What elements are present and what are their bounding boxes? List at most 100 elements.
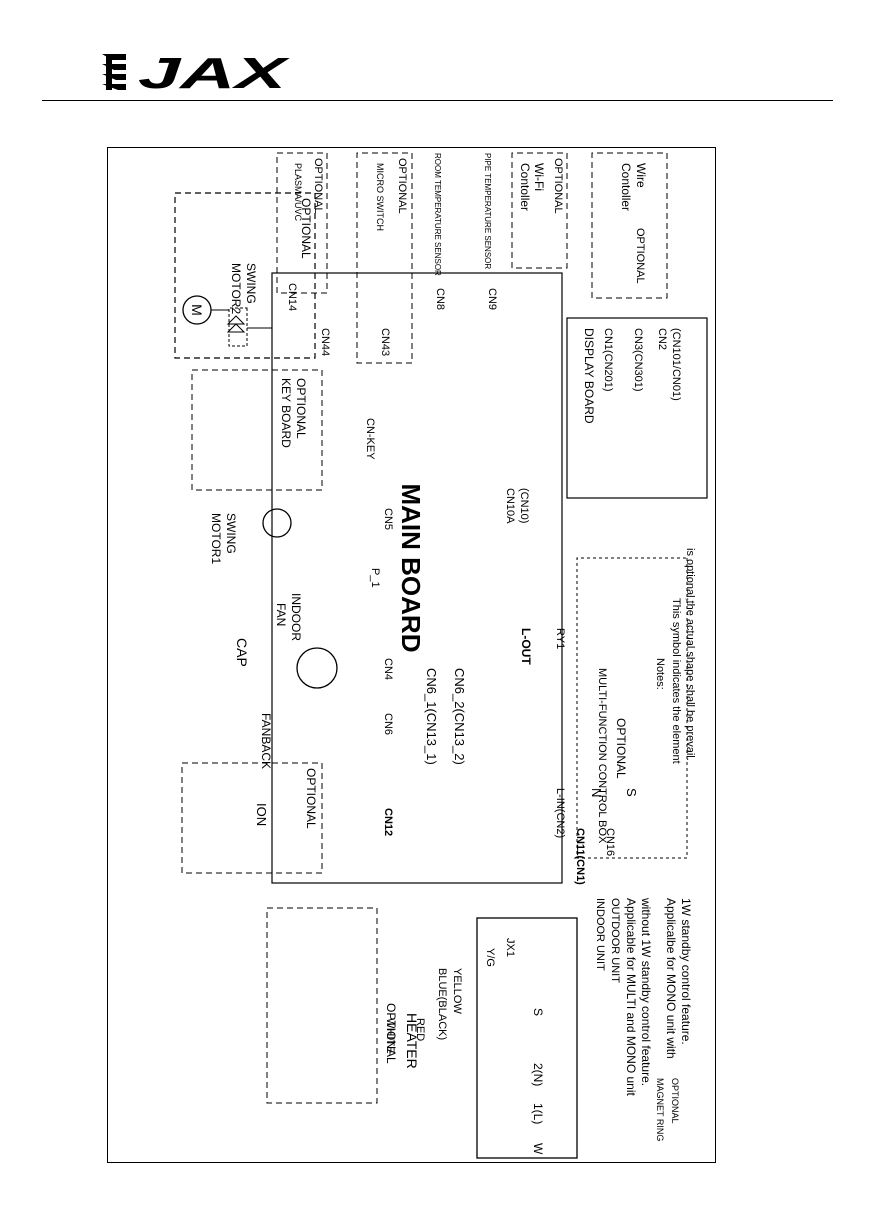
micro-switch-optional-box <box>356 152 413 364</box>
main-board-outline <box>271 272 563 884</box>
indoor-fan-label-2: FAN <box>274 603 288 626</box>
cn14-label: CN14 <box>286 283 298 311</box>
outdoor-unit-label: OUTDOOR UNIT <box>609 898 621 983</box>
cn9-label: CN9 <box>486 288 498 310</box>
header-rule <box>42 100 833 101</box>
terminal-2n: 2(N) <box>531 1063 545 1086</box>
n-label: N <box>589 788 604 797</box>
cn4-label: CN4 <box>382 658 394 680</box>
pipe-sensor-label: PIPE TEMPERATURE SENSOR <box>483 153 492 269</box>
ion-label: ION <box>254 803 269 826</box>
jx1-label: JX1 <box>504 938 516 957</box>
magnet-ring-label: MAGNET RING <box>655 1078 665 1141</box>
fanback-label: FANBACK <box>259 713 273 769</box>
cn44-label: CN44 <box>319 328 331 356</box>
cn2-display-label-1: CN2 <box>656 328 668 350</box>
plasma-optional-box <box>276 152 328 294</box>
swing-motor1-label-2: MOTOR1 <box>209 513 223 564</box>
s-label: S <box>624 788 639 797</box>
cn1-display-label: CN1(CN201) <box>602 328 614 392</box>
notes-label: Notes: <box>654 658 666 690</box>
wire-red-label: RED <box>414 1018 426 1041</box>
swing-motor2-label-2: MOTOR2 <box>229 263 243 314</box>
wire-ctrl-optional-label: OPTIONAL <box>634 228 646 284</box>
ry1-label: RY1 <box>554 628 566 649</box>
wire-ctrl-label-1: Wire <box>634 163 648 188</box>
ion-optional-label: OPTIONAL <box>304 768 318 829</box>
plasma-label: PLASMA/UVC <box>293 163 303 222</box>
display-board-label: DISPLAY BOARD <box>582 328 596 424</box>
wire-yellow-label: YELLOW <box>451 968 463 1014</box>
wifi-label-1: Wi-Fi <box>532 163 546 191</box>
magnet-optional-label: OPTIONAL <box>670 1078 680 1124</box>
cn16-label: CN16 <box>604 828 616 856</box>
optional-box <box>174 192 316 359</box>
wire-yg-label: Y/G <box>484 948 496 967</box>
wiring-diagram-frame: MAIN BOARD OPTIONAL M SWING MOTOR2 CN14 … <box>107 147 716 1163</box>
notes-line-2: is optional,the actual shape shall be pr… <box>684 548 696 761</box>
optional-label: OPTIONAL <box>299 198 313 259</box>
cn12-label: CN12 <box>382 808 394 836</box>
heater-optional-box <box>266 907 378 1104</box>
wire-ctrl-label-2: Contoller <box>619 163 633 211</box>
terminal-w: W <box>531 1143 545 1155</box>
cap-label: CAP <box>234 638 250 667</box>
applicable1-line-2: without 1W standby control feature. <box>639 897 653 1086</box>
wire-blue-label: BLUE(BLACK) <box>436 968 448 1040</box>
plasma-optional-label: OPTIONAL <box>312 158 324 214</box>
cn-key-label: CN-KEY <box>364 418 376 460</box>
wire-ctrl-optional-box <box>591 152 668 299</box>
terminal-s: S <box>531 1008 545 1016</box>
keyboard-optional-box <box>191 369 323 491</box>
wifi-optional-label: OPTIONAL <box>552 158 564 214</box>
indoor-fan-icon <box>296 647 338 689</box>
indoor-fan-label-1: INDOOR <box>289 593 303 641</box>
applicable2-line-1: Applicalbe for MONO unit with <box>664 898 678 1059</box>
heater-optional-label: OPTIONAL <box>384 1003 398 1064</box>
cn3-display-label: CN3(CN301) <box>632 328 644 392</box>
cn43-label: CN43 <box>379 328 391 356</box>
motor-symbol: M <box>189 304 205 316</box>
cn6-1-label: CN6_1(CN13_1) <box>424 668 439 765</box>
notes-line-1: This symbol indicates the element <box>670 598 682 764</box>
cn10a-label-1: CN10A <box>504 488 516 524</box>
applicable2-line-2: 1W standby control feature. <box>679 898 693 1045</box>
wire-white-label: WHITE <box>384 1018 396 1053</box>
connector-box <box>228 307 248 347</box>
logo-mark-icon <box>100 52 126 92</box>
main-board-label: MAIN BOARD <box>396 484 426 653</box>
l-out-label: L-OUT <box>519 628 533 665</box>
cn6-2-label: CN6_2(CN13_2) <box>452 668 467 765</box>
ion-optional-box <box>181 762 323 874</box>
jax-logo: JAX <box>100 52 291 92</box>
multi-box-label: MULTI-FUNCTION CONTROL BOX <box>596 668 608 844</box>
multi-box-optional <box>576 557 688 859</box>
terminal-1l: 1(L) <box>531 1103 545 1124</box>
wifi-label-2: Contoller <box>518 163 532 211</box>
wifi-optional-box <box>511 152 568 269</box>
swing-motor1-icon <box>262 508 292 538</box>
heater-label: HEATER <box>404 1013 420 1069</box>
applicable1-line-1: Applicable for MULTI and MONO unit <box>624 898 638 1097</box>
micro-switch-label: MICRO SWITCH <box>375 163 385 231</box>
multi-box-optional-label: OPTIONAL <box>614 718 628 779</box>
display-board-box <box>566 317 708 499</box>
micro-switch-optional-label: OPTIONAL <box>396 158 408 214</box>
room-sensor-label: ROOM TEMPERATURE SENSOR <box>433 153 442 276</box>
p1-label: P_1 <box>369 568 381 588</box>
indoor-unit-label: INDOOR UNIT <box>594 898 606 971</box>
swing-motor2-label-1: SWING <box>244 263 258 304</box>
cn8-label: CN8 <box>434 288 446 310</box>
keyboard-label-2: KEY BOARD <box>279 378 293 448</box>
l-in-label: L-IN(CN2) <box>554 788 566 838</box>
cn5-label: CN5 <box>382 508 394 530</box>
cn2-display-label-2: (CN101/CN01) <box>670 328 682 401</box>
brand-text: JAX <box>138 52 291 92</box>
cn11-label: CN11(CN1) <box>574 828 586 885</box>
swing-motor1-label-1: SWING <box>224 513 238 554</box>
keyboard-label-1: OPTIONAL <box>294 378 308 439</box>
swing-motor2-group: OPTIONAL M SWING MOTOR2 <box>174 192 316 359</box>
wiring-diagram: MAIN BOARD OPTIONAL M SWING MOTOR2 CN14 … <box>174 152 708 1159</box>
terminal-block <box>476 917 578 1159</box>
